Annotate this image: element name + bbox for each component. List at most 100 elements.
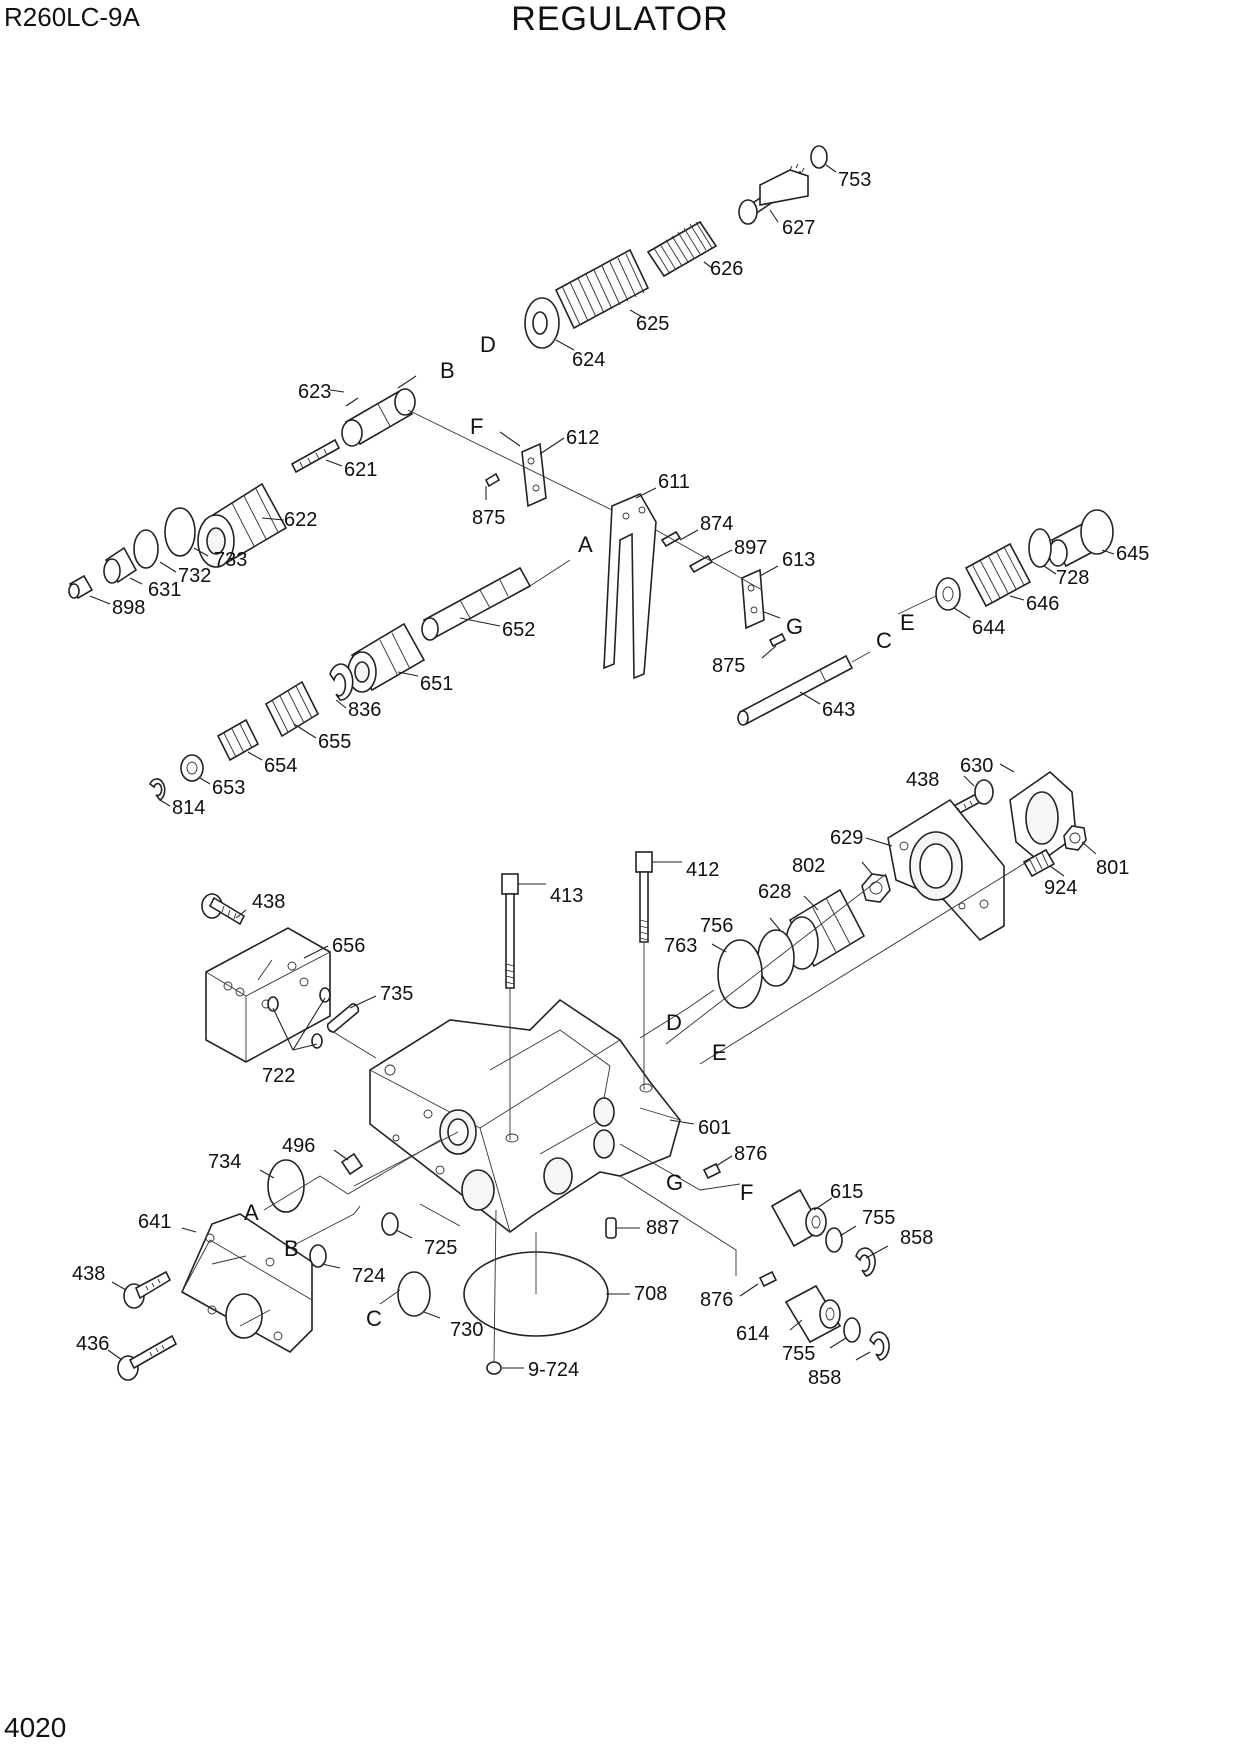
part-627-stem [738, 163, 809, 225]
part-643-rod [737, 654, 854, 726]
label-875-a: 875 [472, 507, 505, 529]
label-763: 763 [664, 935, 697, 957]
label-646: 646 [1026, 593, 1059, 615]
label-436: 436 [76, 1333, 109, 1355]
label-655: 655 [318, 731, 351, 753]
label-645: 645 [1116, 543, 1149, 565]
ref-letter-g-lower: G [666, 1170, 683, 1195]
part-628-piston [785, 888, 866, 970]
part-875-pin-b [768, 632, 787, 648]
label-656: 656 [332, 935, 365, 957]
part-756-oring [757, 929, 795, 987]
part-9724-oring [486, 1361, 502, 1375]
ref-letter-e-upper: E [900, 610, 915, 635]
part-656-plate [205, 927, 331, 1063]
part-436-bolt [117, 1334, 178, 1381]
label-730: 730 [450, 1319, 483, 1341]
label-755-a: 755 [862, 1207, 895, 1229]
lower-leader-lines [107, 763, 1097, 1369]
part-876-pin-b [758, 1270, 778, 1288]
part-898-pin [68, 574, 94, 600]
label-626: 626 [710, 258, 743, 280]
part-612-plate [521, 442, 547, 508]
label-438-a: 438 [906, 769, 939, 791]
part-655-spring [264, 680, 320, 738]
label-728: 728 [1056, 567, 1089, 589]
part-753-oring [810, 145, 828, 169]
part-614-sleeve [784, 1284, 842, 1344]
part-438-bolt-c [123, 1270, 172, 1309]
part-887-pin [605, 1217, 617, 1239]
label-708: 708 [634, 1283, 667, 1305]
label-622: 622 [284, 509, 317, 531]
label-627: 627 [782, 217, 815, 239]
label-722: 722 [262, 1065, 295, 1087]
part-611-lever [603, 492, 657, 680]
label-734: 734 [208, 1151, 241, 1173]
label-630: 630 [960, 755, 993, 777]
part-438-bolt-b [201, 893, 246, 926]
label-412: 412 [686, 859, 719, 881]
part-626-spring [646, 220, 718, 278]
label-858-b: 858 [808, 1367, 841, 1389]
ref-letter-g-upper: G [786, 614, 803, 639]
part-624-seat [524, 297, 560, 349]
part-615-sleeve [770, 1188, 827, 1248]
label-601: 601 [698, 1117, 731, 1139]
label-641: 641 [138, 1211, 171, 1233]
ref-letter-a-lower: A [244, 1200, 259, 1225]
reference-letters: A B C D E F G A B C D E F G [244, 332, 915, 1331]
label-623: 623 [298, 381, 331, 403]
part-763-oring [717, 939, 763, 1009]
part-622-piston [197, 482, 288, 568]
label-724: 724 [352, 1265, 385, 1287]
part-641-cover [180, 1213, 313, 1353]
ref-letter-c-lower: C [366, 1306, 382, 1331]
part-644-seat [935, 577, 961, 611]
label-9-724: 9-724 [528, 1359, 579, 1381]
part-875-pin-a [484, 472, 501, 488]
ref-letter-d-upper: D [480, 332, 496, 357]
label-858-a: 858 [900, 1227, 933, 1249]
model-number: R260LC-9A [4, 2, 140, 32]
label-614: 614 [736, 1323, 769, 1345]
ref-letter-f-lower: F [740, 1180, 753, 1205]
part-735-oring [326, 1003, 360, 1033]
label-735: 735 [380, 983, 413, 1005]
ref-letter-e-lower: E [712, 1040, 727, 1065]
label-733: 733 [214, 549, 247, 571]
label-897: 897 [734, 537, 767, 559]
part-654-spring [216, 718, 260, 762]
label-612: 612 [566, 427, 599, 449]
part-496-plug [340, 1152, 364, 1176]
ref-letter-b-lower: B [284, 1236, 299, 1261]
label-755-b: 755 [782, 1343, 815, 1365]
label-814: 814 [172, 797, 205, 819]
label-653: 653 [212, 777, 245, 799]
part-412-bolt [635, 851, 653, 943]
page-title: REGULATOR [511, 0, 729, 38]
part-601-body [369, 998, 681, 1233]
label-876-b: 876 [700, 1289, 733, 1311]
label-631: 631 [148, 579, 181, 601]
label-756: 756 [700, 915, 733, 937]
label-613: 613 [782, 549, 815, 571]
part-722-orings [267, 987, 331, 1049]
label-624: 624 [572, 349, 605, 371]
part-653-seat [180, 754, 204, 782]
label-611: 611 [658, 471, 690, 493]
label-652: 652 [502, 619, 535, 641]
label-654: 654 [264, 755, 297, 777]
page-number: 4020 [4, 1712, 67, 1743]
part-413-bolt [501, 873, 519, 989]
part-625-spring [554, 248, 650, 330]
part-645-plug [1048, 509, 1114, 568]
label-644: 644 [972, 617, 1005, 639]
part-725-oring [381, 1212, 399, 1236]
label-643: 643 [822, 699, 855, 721]
part-646-spring [964, 542, 1032, 608]
label-628: 628 [758, 881, 791, 903]
part-836-snapring [329, 663, 354, 701]
label-887: 887 [646, 1217, 679, 1239]
label-615: 615 [830, 1181, 863, 1203]
